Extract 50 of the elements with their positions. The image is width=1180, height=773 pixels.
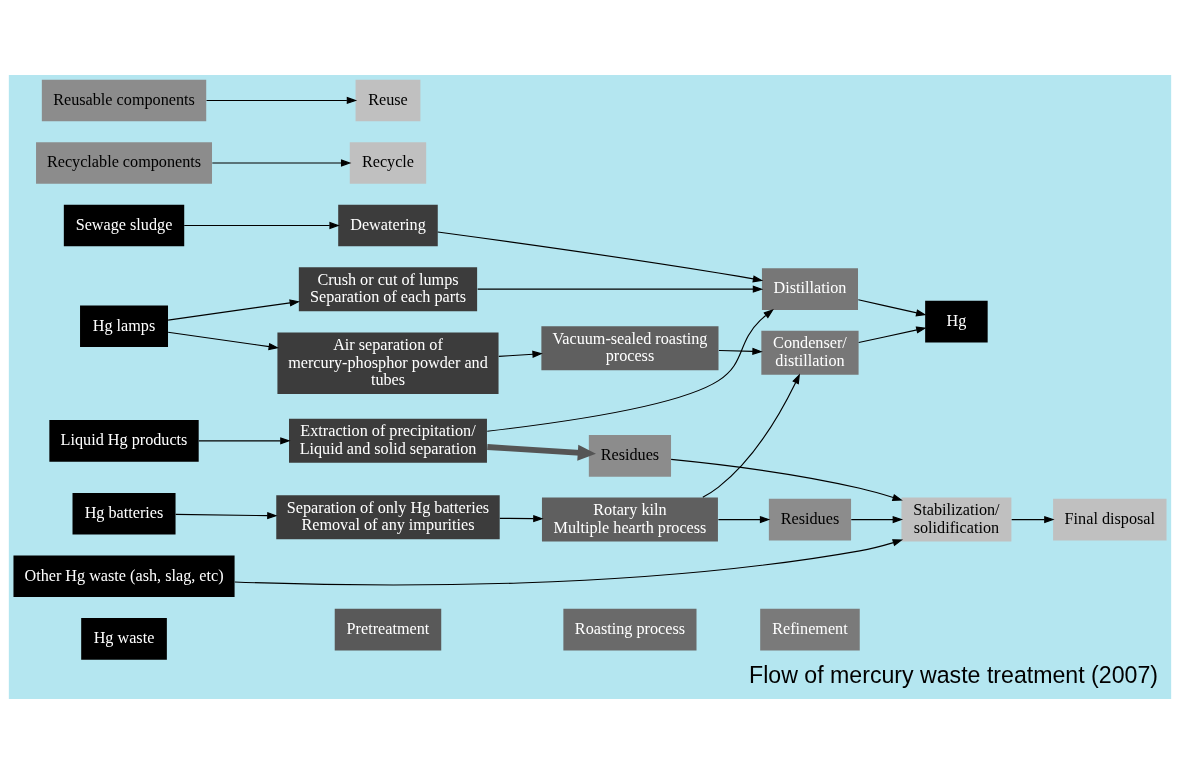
node-box: Hg lamps <box>80 304 168 347</box>
node-box: Condenser/ distillation <box>761 330 859 375</box>
node-box: Crush or cut of lumps Separation of each parts <box>298 266 478 311</box>
node-box: Air separation of mercury-phosphor powder and tubes <box>277 332 499 394</box>
node-box: Stabilization/ solidification <box>901 497 1012 542</box>
arrow <box>499 514 544 522</box>
node-box: Vacuum-sealed roasting process <box>541 325 719 370</box>
caption: Flow of mercury waste treatment (2007) <box>749 661 1158 688</box>
node-box: Final disposal <box>1053 498 1167 540</box>
arrow <box>198 436 291 444</box>
node-box: Rotary kiln Multiple hearth process <box>541 497 718 542</box>
arrow <box>850 515 904 523</box>
node-box: Extraction of precipitation/ Liquid and solid separation <box>289 418 487 463</box>
arrow <box>717 515 771 523</box>
arrow <box>487 443 596 461</box>
node-box: Reuse <box>355 79 421 121</box>
arrow <box>167 298 301 321</box>
arrow <box>477 285 764 293</box>
arrow <box>702 372 800 498</box>
arrow <box>498 350 543 358</box>
node-box: Recycle <box>349 141 427 184</box>
node-box: Sewage sludge <box>63 204 185 246</box>
node-box: Distillation <box>761 267 858 310</box>
arrow <box>670 458 903 501</box>
arrow <box>167 331 279 350</box>
arrow <box>1011 515 1055 523</box>
arrow <box>718 347 763 355</box>
node-box: Hg waste <box>81 617 167 660</box>
node-box: Hg batteries <box>72 492 176 535</box>
node-box: Residues <box>588 434 672 477</box>
arrow <box>857 298 927 316</box>
arrow <box>486 308 774 432</box>
arrow <box>234 538 904 586</box>
node-box: Reusable components <box>41 79 207 121</box>
node-box: Other Hg waste (ash, slag, etc) <box>13 554 235 597</box>
node-box: Dewatering <box>338 204 438 246</box>
node-box: Roasting process <box>563 608 697 650</box>
node-box: Liquid Hg products <box>49 419 199 462</box>
arrow <box>858 325 927 343</box>
node-box: Separation of only Hg batteries Removal of any impurities <box>276 494 500 539</box>
node-box: Hg <box>925 300 988 342</box>
arrow <box>205 96 358 104</box>
node-box: Refinement <box>760 608 860 650</box>
node-box: Residues <box>768 498 852 540</box>
arrow <box>437 230 764 282</box>
node-box: Pretreatment <box>334 608 442 650</box>
arrow <box>211 158 352 167</box>
node-box: Recyclable components <box>36 141 212 184</box>
arrow <box>175 511 278 519</box>
arrow <box>183 221 340 229</box>
